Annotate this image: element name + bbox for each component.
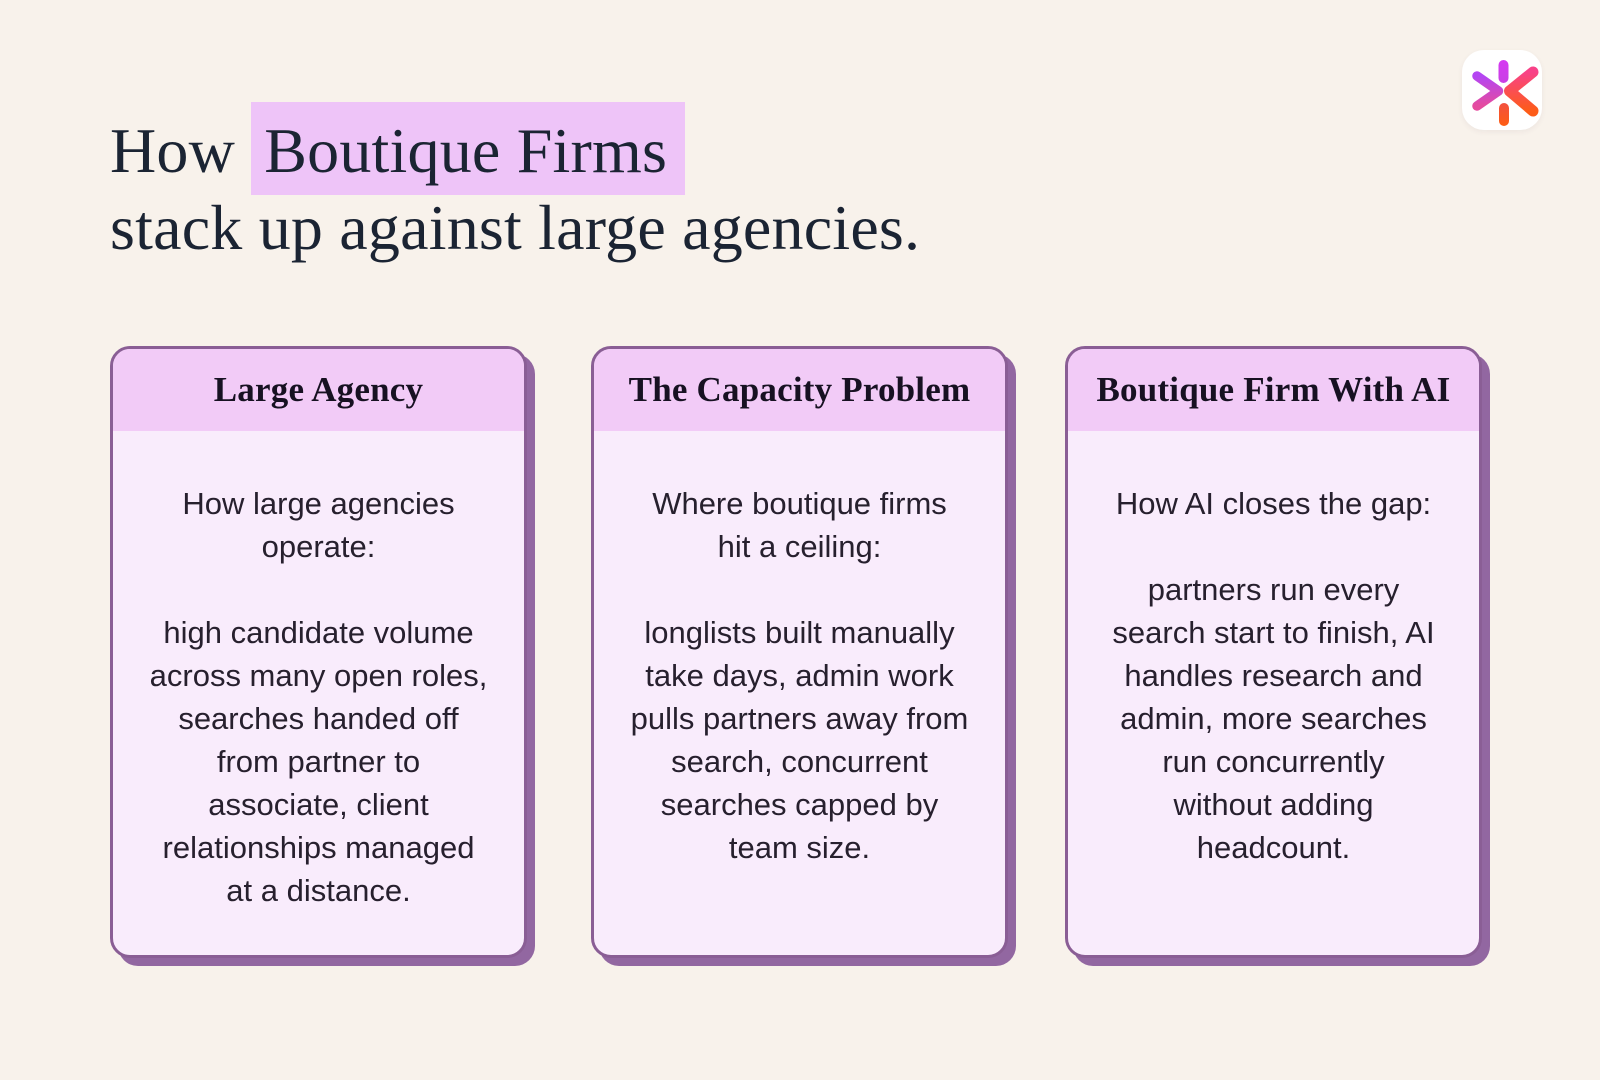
page-title: How Boutique Firms stack up against larg… [110,102,921,266]
card-body: Where boutique firms hit a ceiling: long… [594,431,1005,869]
card-header: Large Agency [113,349,524,431]
brand-logo [1462,50,1542,130]
card-detail: high candidate volume across many open r… [149,615,488,908]
card-large-agency: Large Agency How large agencies operate:… [110,346,527,958]
card-intro: How AI closes the gap: [1115,486,1432,521]
card-title: Boutique Firm With AI [1096,370,1451,409]
card-header: The Capacity Problem [594,349,1005,431]
card-intro: Where boutique firms hit a ceiling: [652,486,947,564]
title-line-1: How Boutique Firms [110,102,920,195]
card-body: How large agencies operate: high candida… [113,431,524,912]
card-detail: longlists built manually take days, admi… [630,615,969,865]
card-boutique-firm-with-ai: Boutique Firm With AI How AI closes the … [1065,346,1482,958]
card-body: How AI closes the gap: partners run ever… [1068,431,1479,869]
card-detail: partners run every search start to finis… [1112,572,1435,865]
card-intro: How large agencies operate: [182,486,455,564]
title-prefix: How [110,115,252,186]
card-capacity-problem: The Capacity Problem Where boutique firm… [591,346,1008,958]
card-title: Large Agency [213,370,424,409]
title-highlight: Boutique Firms [251,102,686,195]
asterisk-burst-icon [1472,60,1539,126]
title-line-2: stack up against large agencies. [110,192,921,263]
card-header: Boutique Firm With AI [1068,349,1479,431]
card-title: The Capacity Problem [628,370,971,409]
